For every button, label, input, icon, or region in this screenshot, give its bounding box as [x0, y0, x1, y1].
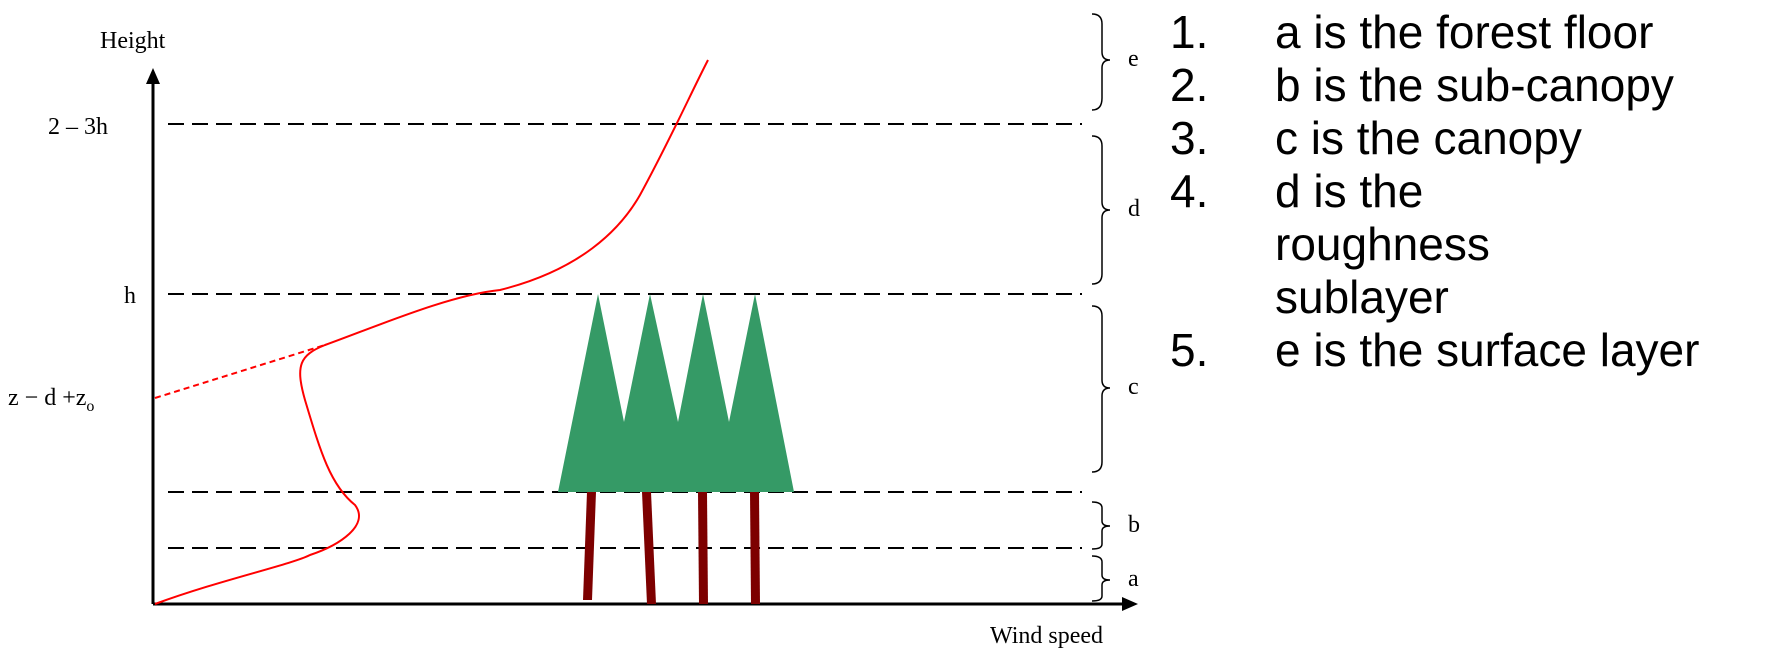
height-label-2-3h: 2 – 3h — [48, 114, 108, 140]
legend-item-text: b is the sub-canopy — [1275, 59, 1674, 111]
height-label-displacement-main: z − d +z — [8, 385, 86, 411]
legend-item: 2. b is the sub-canopy — [1170, 59, 1770, 112]
legend-item-text: e is the surface layer — [1275, 324, 1700, 376]
tree-trunks — [583, 492, 760, 604]
layer-label-a: a — [1128, 566, 1139, 592]
height-label-displacement: z − d +zo — [8, 385, 94, 415]
legend-item-number: 1. — [1170, 6, 1209, 58]
wind-profile — [154, 59, 709, 605]
tree-trunk — [698, 492, 708, 604]
brace-c — [1091, 305, 1111, 473]
forest-trees — [558, 294, 794, 604]
legend-item-text: c is the canopy — [1275, 112, 1582, 164]
legend-item: 3. c is the canopy — [1170, 112, 1770, 165]
height-label-displacement-sub: o — [86, 398, 94, 415]
brace-b — [1091, 501, 1111, 550]
height-label-h: h — [124, 283, 136, 309]
layer-label-d: d — [1128, 196, 1140, 222]
legend-item-number: 3. — [1170, 112, 1209, 164]
legend-item: 1. a is the forest floor — [1170, 6, 1770, 59]
layer-label-c: c — [1128, 374, 1139, 400]
tree-trunk — [750, 492, 760, 604]
layer-legend: 1. a is the forest floor 2. b is the sub… — [1170, 6, 1770, 377]
legend-item-number: 4. — [1170, 165, 1209, 217]
x-axis-arrowhead — [1122, 597, 1138, 611]
legend-item-number: 2. — [1170, 59, 1209, 111]
legend-item-text: d is the roughness sublayer — [1275, 165, 1490, 323]
layer-label-e: e — [1128, 46, 1139, 72]
y-axis-label: Height — [100, 28, 166, 54]
tree-trunk — [642, 492, 656, 604]
legend-item: 5. e is the surface layer — [1170, 324, 1770, 377]
layer-label-b: b — [1128, 512, 1140, 538]
legend-item: 4. d is the roughness sublayer — [1170, 165, 1770, 324]
axes — [146, 68, 1138, 611]
legend-item-text: a is the forest floor — [1275, 6, 1654, 58]
x-axis-label: Wind speed — [990, 623, 1103, 649]
legend-item-number: 5. — [1170, 324, 1209, 376]
brace-d — [1091, 135, 1111, 285]
layer-braces — [1091, 13, 1111, 602]
y-axis-arrowhead — [146, 68, 160, 84]
wind-profile-curve — [154, 59, 709, 605]
brace-e — [1091, 13, 1111, 111]
tree-trunk — [583, 492, 596, 600]
tree-canopy-foliage — [558, 294, 794, 492]
brace-a — [1091, 555, 1111, 602]
